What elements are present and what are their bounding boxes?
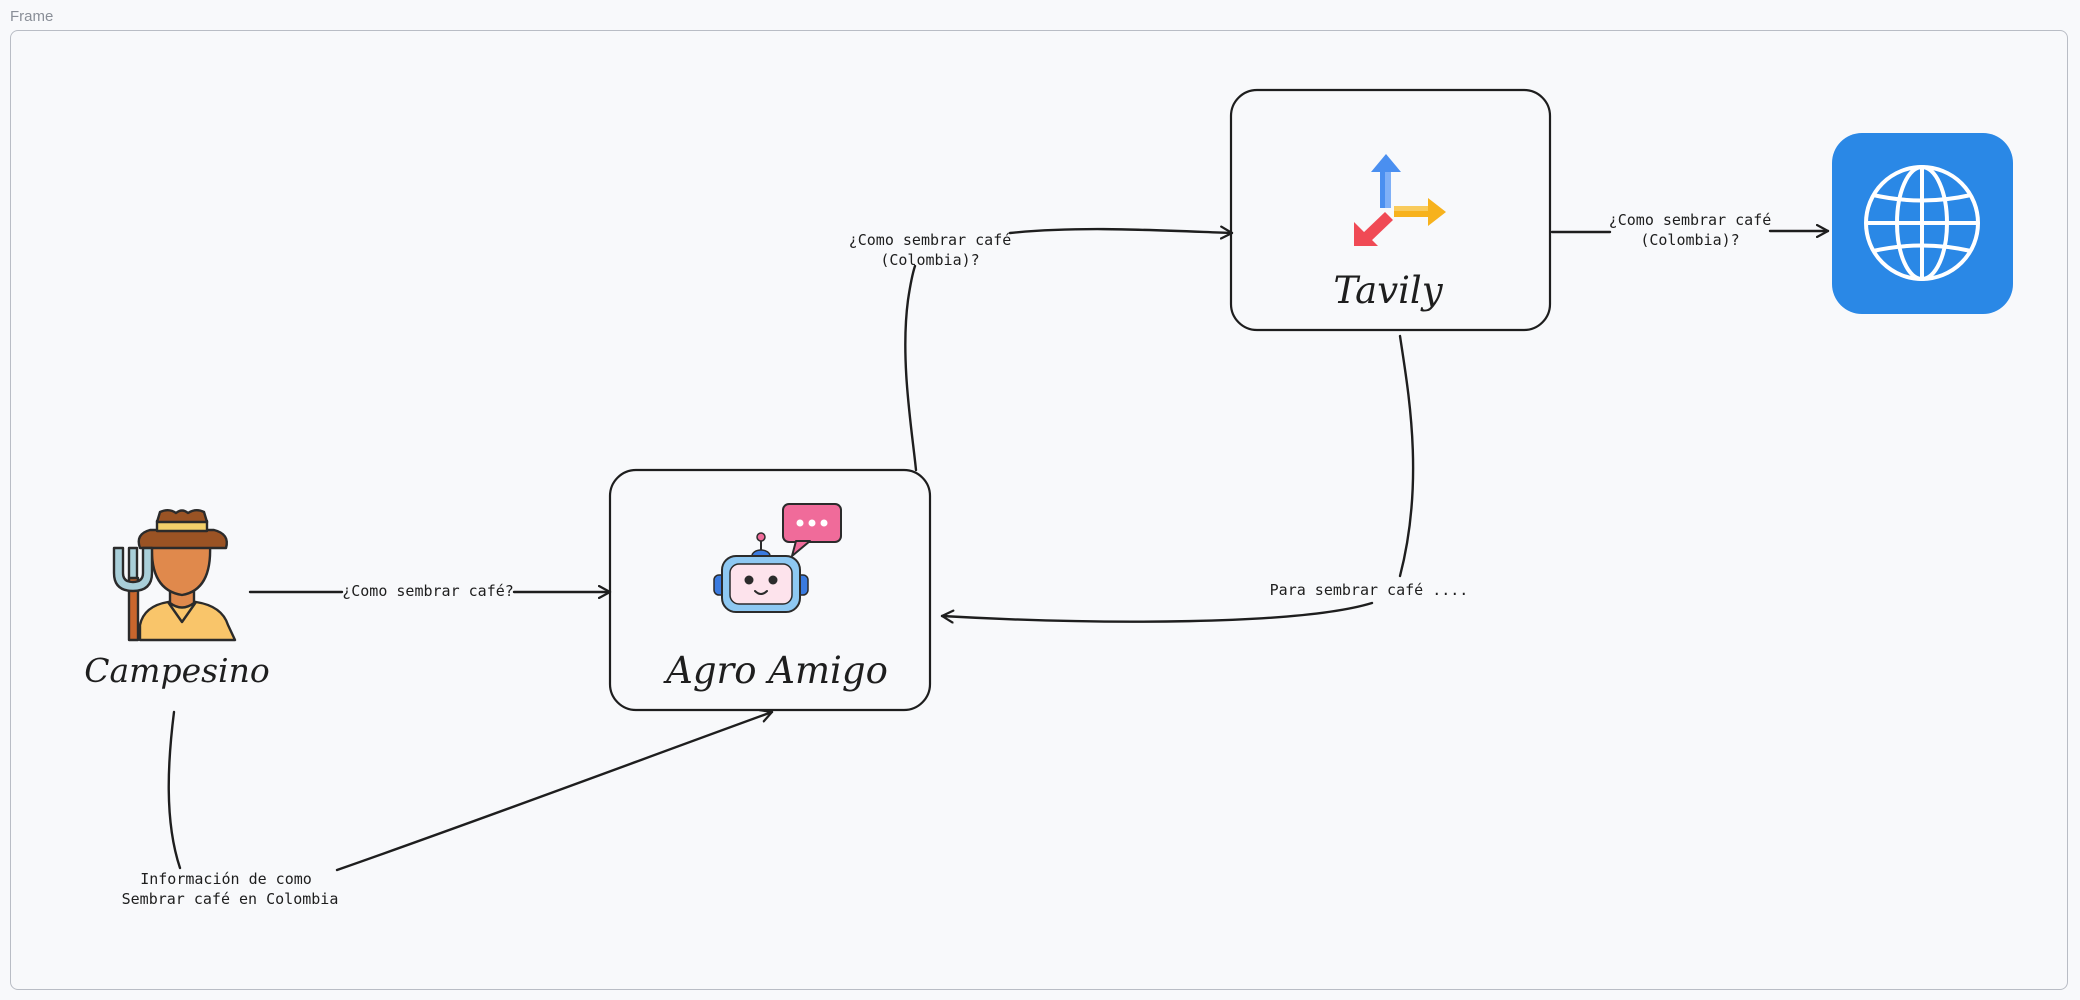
tavily-box[interactable] [1229, 88, 1552, 332]
edge-tavily-agro-curve[interactable] [1398, 334, 1415, 578]
frame[interactable] [10, 30, 2068, 990]
edge-label-campesino-agro: ¿Como sembrar café? [342, 582, 514, 600]
edge-agro-tavily-horizontal[interactable] [1008, 229, 1234, 233]
robot-chat-icon [713, 503, 842, 613]
edge-label-tavily-agro: Para sembrar café .... [1270, 581, 1469, 599]
edge-info-agro[interactable] [335, 712, 774, 872]
edge-tavily-agro-return[interactable] [940, 601, 1374, 622]
edge-campesino-info[interactable] [167, 710, 182, 870]
campesino-label: Campesino [84, 651, 269, 690]
edge-label-info-1: Información de como [140, 870, 312, 888]
edge-label-agro-tavily-2: (Colombia)? [880, 251, 979, 269]
agro-amigo-label: Agro Amigo [663, 649, 888, 692]
tavily-label: Tavily [1333, 269, 1443, 312]
agro-amigo-box[interactable] [608, 468, 932, 712]
edge-label-tavily-web-1: ¿Como sembrar café [1609, 211, 1772, 229]
edge-label-info-2: Sembrar café en Colombia [122, 890, 339, 908]
edge-agro-tavily-vertical[interactable] [904, 264, 918, 472]
edge-label-tavily-web-2: (Colombia)? [1640, 231, 1739, 249]
frame-label: Frame [10, 8, 54, 25]
tavily-arrows-icon [1354, 154, 1446, 246]
farmer-icon [112, 509, 237, 642]
globe-icon[interactable] [1832, 133, 2013, 314]
edge-label-agro-tavily-1: ¿Como sembrar café [849, 231, 1012, 249]
